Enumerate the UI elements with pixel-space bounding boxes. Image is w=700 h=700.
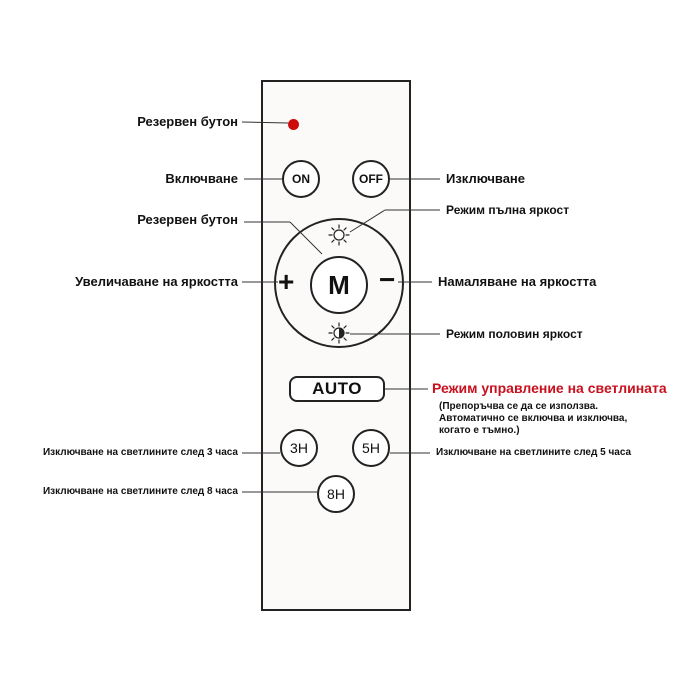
sun-half-icon[interactable] <box>328 322 350 344</box>
timer-5h-button[interactable]: 5H <box>352 429 390 467</box>
label-increase-brightness: Увеличаване на яркостта <box>75 274 238 289</box>
brightness-minus-button[interactable]: − <box>379 264 396 295</box>
label-reserve-button-2: Резервен бутон <box>137 212 238 227</box>
label-light-control-mode: Режим управление на светлината <box>432 380 667 396</box>
auto-button[interactable]: AUTO <box>289 376 385 402</box>
label-timer-3h: Изключване на светлините след 3 часа <box>42 447 238 458</box>
brightness-plus-button[interactable]: + <box>278 266 295 297</box>
label-timer-8h: Изключване на светлините след 8 часа <box>42 486 238 497</box>
label-half-brightness: Режим половин яркост <box>446 327 583 341</box>
timer-3h-button[interactable]: 3H <box>280 429 318 467</box>
indicator-led <box>288 119 299 130</box>
note-line: (Препоръчва се да се използва. <box>439 401 599 412</box>
off-button[interactable]: OFF <box>352 160 390 198</box>
label-power-on: Включване <box>165 171 238 186</box>
mode-button[interactable]: M <box>310 256 368 314</box>
on-button[interactable]: ON <box>282 160 320 198</box>
note-line: когато е тъмно.) <box>439 425 520 436</box>
label-timer-5h: Изключване на светлините след 5 часа <box>436 447 632 458</box>
timer-8h-button[interactable]: 8H <box>317 475 355 513</box>
sun-full-icon[interactable] <box>328 224 350 246</box>
note-line: Автоматично се включва и изключва, <box>439 413 628 424</box>
label-full-brightness: Режим пълна яркост <box>446 203 570 217</box>
label-power-off: Изключване <box>446 171 526 186</box>
light-control-note: (Препоръчва се да се използва. Автоматич… <box>439 401 628 437</box>
label-decrease-brightness: Намаляване на яркостта <box>438 274 597 289</box>
label-reserve-button-1: Резервен бутон <box>137 114 238 129</box>
